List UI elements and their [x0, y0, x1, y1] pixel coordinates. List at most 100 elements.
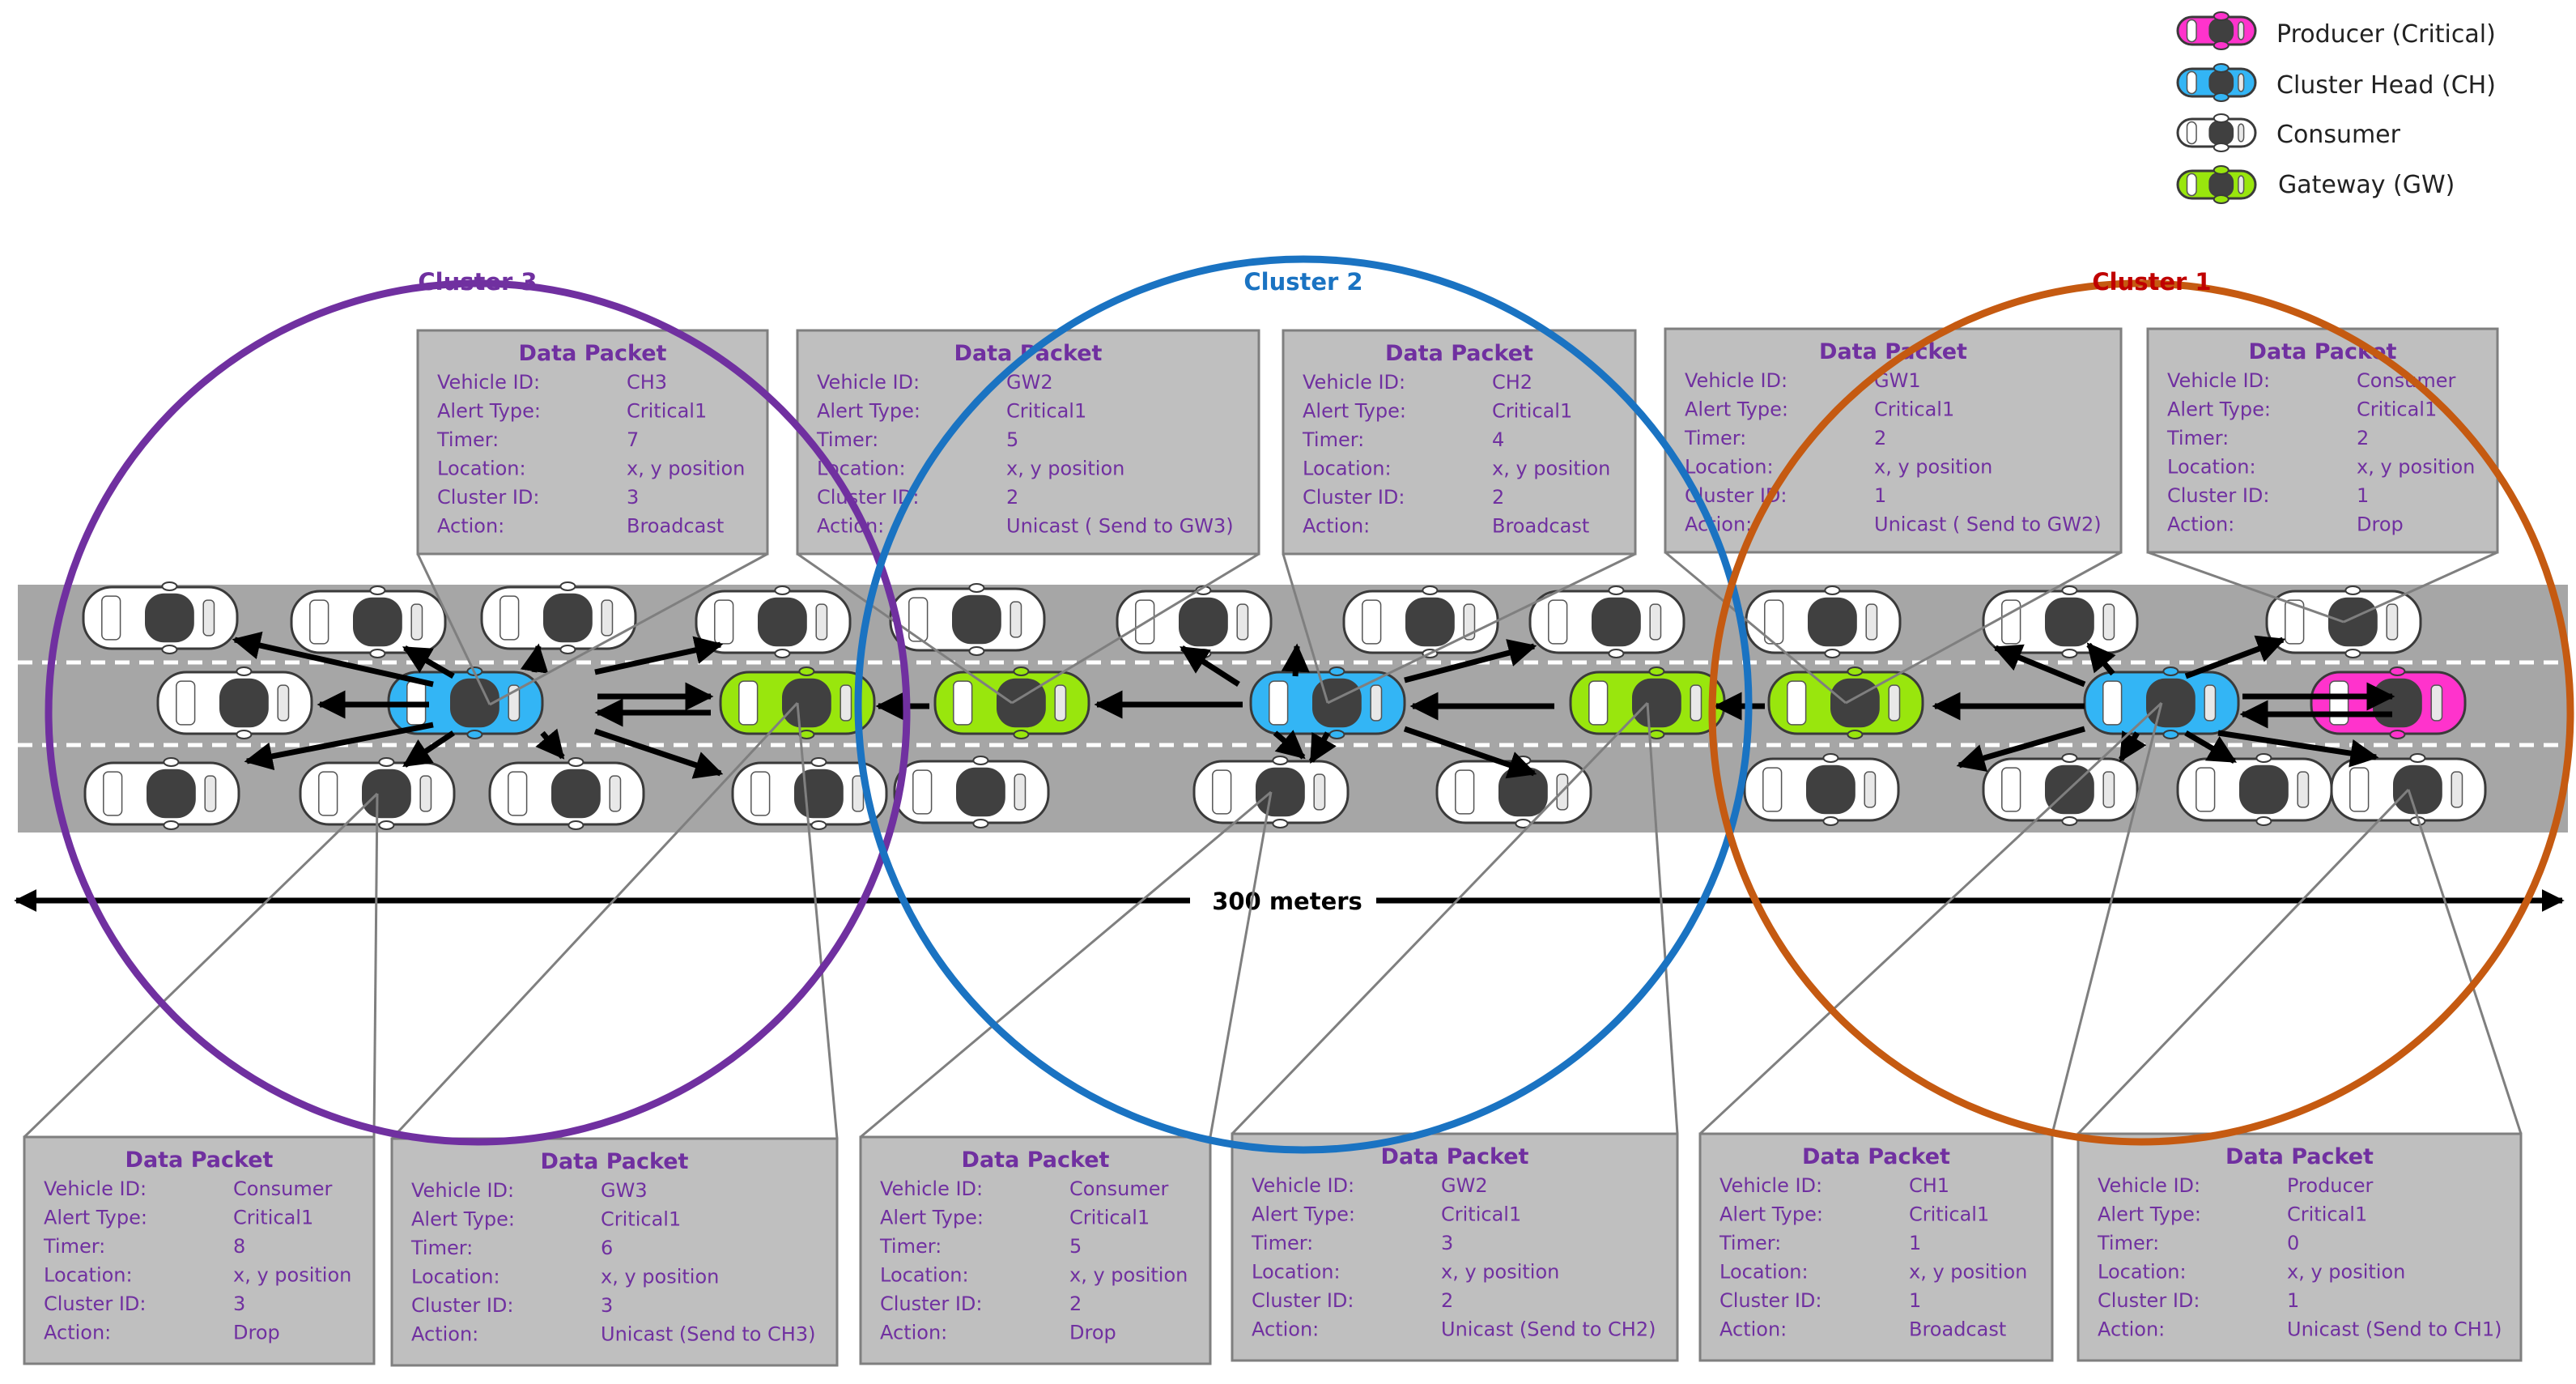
packet-field-value: 1 — [1909, 1289, 1921, 1312]
packet-field-value: GW2 — [1006, 371, 1053, 394]
packet-field-label: Action: — [1252, 1318, 1319, 1341]
packet-field-label: Vehicle ID: — [2167, 369, 2270, 392]
packet-field-value: Unicast (Send to CH3) — [601, 1323, 816, 1346]
legend-label-cluster-head: Cluster Head (CH) — [2276, 71, 2496, 100]
packet-field-value: CH3 — [627, 371, 667, 394]
packet-box-bg — [416, 329, 769, 556]
packet-field-label: Alert Type: — [2098, 1203, 2201, 1226]
callout-line — [1664, 551, 1847, 705]
packet-field-label: Location: — [44, 1264, 133, 1287]
vehicle-consumer — [83, 757, 240, 830]
vehicle-consumer — [1116, 586, 1273, 658]
packet-field-value: 1 — [2287, 1289, 2299, 1312]
packet-field-value: Producer — [2287, 1174, 2373, 1197]
packet-field-value: 3 — [627, 486, 639, 509]
packet-field-label: Alert Type: — [411, 1208, 515, 1231]
packet-field-label: Timer: — [2097, 1232, 2159, 1254]
packet-field-value: 1 — [1874, 484, 1886, 507]
packet-field-label: Location: — [1303, 458, 1392, 480]
callout-line — [23, 792, 379, 1139]
packet-field-value: 0 — [2287, 1232, 2299, 1254]
packet-field-value: x, y position — [233, 1264, 351, 1287]
packet-field-value: CH2 — [1492, 371, 1532, 394]
packet-field-label: Action: — [44, 1322, 111, 1344]
packet-field-label: Action: — [2167, 513, 2234, 536]
cluster-2-circle — [854, 255, 1753, 1154]
packet-field-value: Consumer — [233, 1177, 333, 1200]
legend-label-consumer: Consumer — [2276, 121, 2401, 149]
packet-field-label: Timer: — [1684, 427, 1746, 449]
arrow — [1180, 645, 1240, 687]
arrow — [2184, 730, 2238, 764]
callout-line — [2077, 788, 2410, 1135]
packet-field-value: 3 — [601, 1294, 613, 1317]
packet-field-label: Alert Type: — [1252, 1203, 1355, 1226]
callout-line — [2051, 702, 2163, 1135]
arrow — [2086, 642, 2116, 676]
packet-field-value: 2 — [1492, 486, 1504, 509]
arrow — [2184, 635, 2286, 679]
packet-field-label: Cluster ID: — [880, 1292, 982, 1315]
packet-field-label: Vehicle ID: — [817, 371, 920, 394]
callout-lines — [23, 551, 2523, 1140]
packet-field-label: Vehicle ID: — [2098, 1174, 2200, 1197]
arrow — [520, 643, 549, 674]
legend-icons — [2176, 11, 2257, 204]
packet-field-value: Critical1 — [627, 400, 707, 423]
packet-field-label: Location: — [411, 1266, 500, 1288]
packet-field-value: Critical1 — [1874, 398, 1954, 421]
arrow — [593, 728, 724, 779]
arrow — [402, 645, 455, 679]
packet-field-label: Timer: — [43, 1235, 105, 1258]
packet-field-value: CH1 — [1909, 1174, 1949, 1197]
vehicle-consumer — [290, 586, 447, 658]
packet-field-label: Location: — [1252, 1261, 1341, 1284]
packet-field-label: Alert Type: — [1303, 400, 1406, 423]
callout-line — [1231, 701, 1649, 1135]
arrow — [1404, 639, 1537, 683]
packet-field-label: Location: — [2098, 1261, 2187, 1284]
vehicle-consumer — [82, 581, 239, 654]
callout-line — [1209, 791, 1273, 1138]
packet-box-bg — [2146, 327, 2499, 554]
packet-field-label: Location: — [437, 458, 526, 480]
packet-field-value: 3 — [233, 1292, 245, 1315]
legend: Producer (Critical) Cluster Head (CH) Co… — [2176, 11, 2496, 204]
packet-field-value: Critical1 — [601, 1208, 681, 1231]
arrow — [244, 722, 434, 771]
packet-field-value: GW3 — [601, 1179, 648, 1202]
callout-line — [2147, 551, 2344, 624]
arrow — [2217, 730, 2379, 768]
vehicle-cluster-head — [387, 666, 544, 739]
cluster-1-label: Cluster 1 — [2092, 268, 2211, 296]
packet-field-label: Timer: — [879, 1235, 942, 1258]
packet-field-value: Critical1 — [1441, 1203, 1521, 1226]
packet-field-value: Broadcast — [627, 515, 724, 538]
packet-field-value: Unicast ( Send to GW2) — [1874, 513, 2102, 536]
packet-field-label: Vehicle ID: — [880, 1177, 983, 1200]
packet-field-label: Vehicle ID: — [411, 1179, 514, 1202]
packet-field-label: Action: — [1719, 1318, 1787, 1341]
packet-field-value: x, y position — [1006, 458, 1124, 480]
packet-field-label: Location: — [1685, 456, 1774, 479]
packet-field-value: Drop — [1069, 1322, 1116, 1344]
packet-field-value: Consumer — [1069, 1177, 1169, 1200]
arrow — [1992, 644, 2086, 688]
packet-field-value: 2 — [1006, 486, 1018, 509]
packet-field-label: Timer: — [1251, 1232, 1313, 1254]
packet-title: Data Packet — [519, 341, 667, 366]
packet-field-label: Alert Type: — [1685, 398, 1788, 421]
vehicle-consumer — [1982, 753, 2139, 826]
arrow — [535, 728, 565, 760]
packet-field-value: 6 — [601, 1237, 613, 1259]
cluster-3-label: Cluster 3 — [418, 268, 537, 296]
packet-field-label: Timer: — [1719, 1232, 1781, 1254]
distance-indicator: 300 meters — [14, 888, 2565, 915]
vehicle-consumer — [1745, 586, 1902, 658]
